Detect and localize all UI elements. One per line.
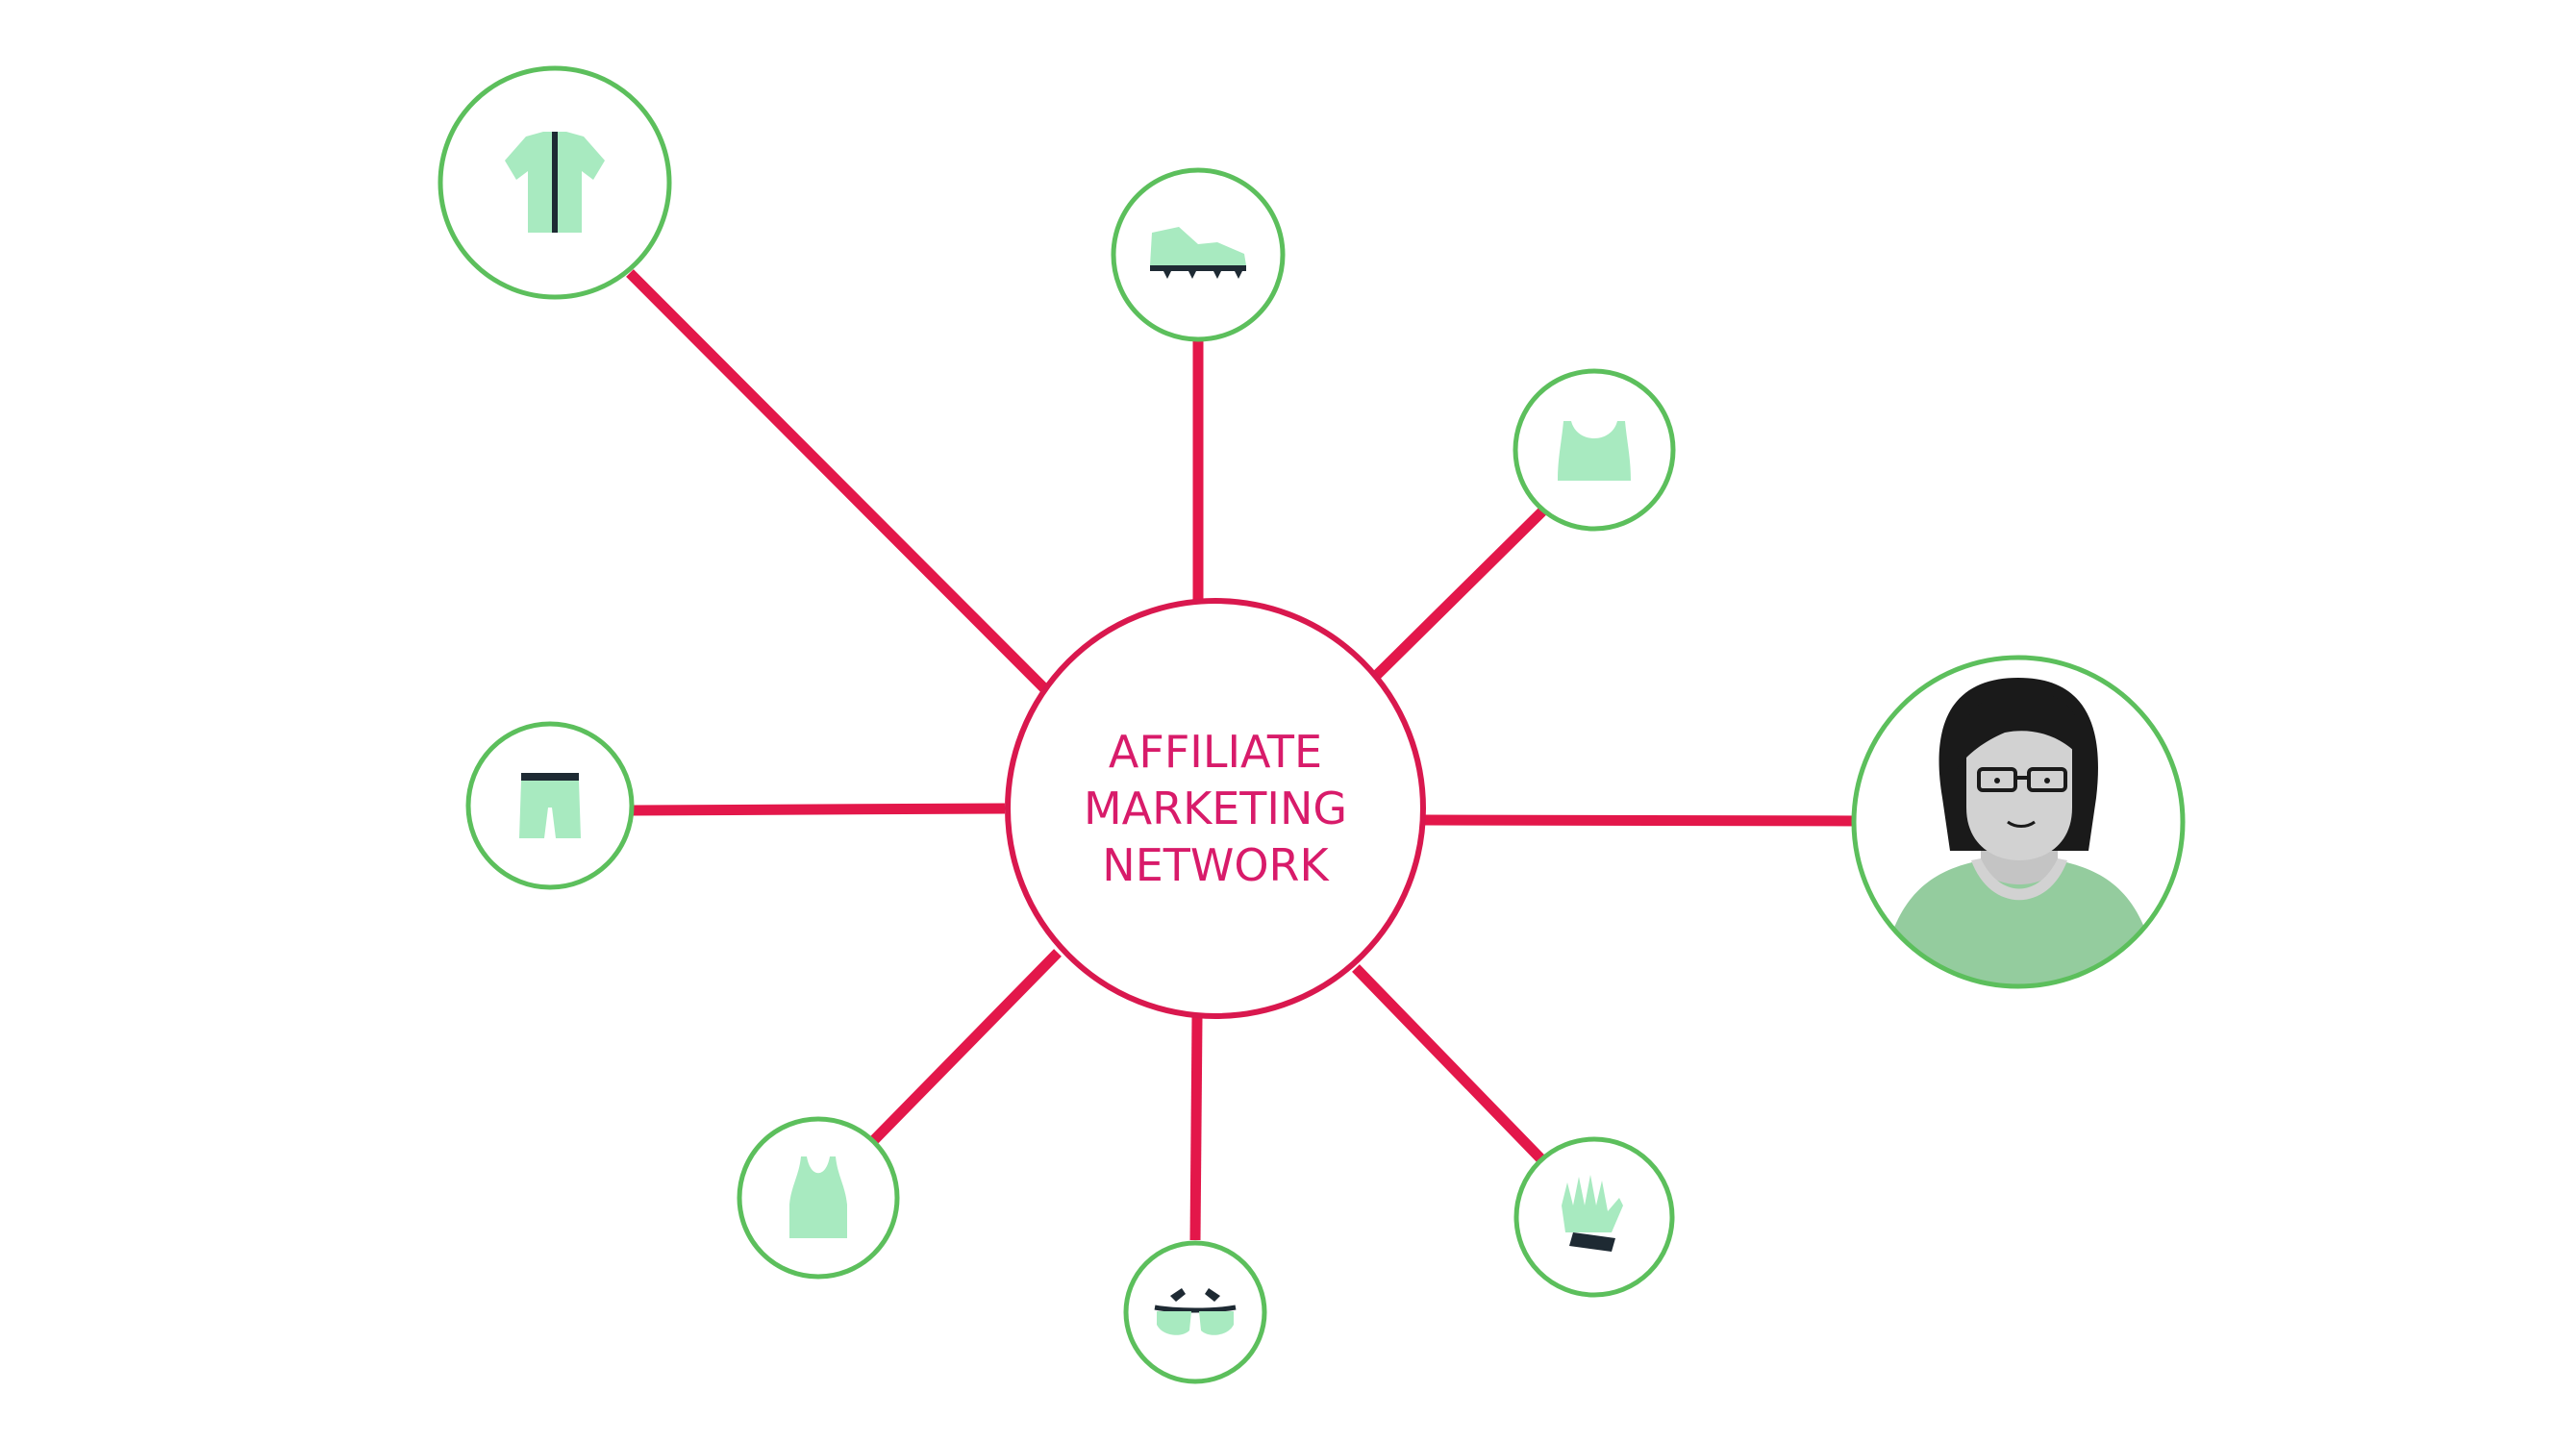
tank-top-icon — [789, 1156, 847, 1238]
hub-label-line-2: MARKETING — [1084, 783, 1347, 834]
person-avatar-icon — [1880, 678, 2159, 986]
node-tank-top — [737, 1116, 900, 1280]
connector-sports-bra — [1372, 506, 1548, 680]
connector-person — [1424, 814, 1862, 827]
node-person — [1851, 655, 2186, 989]
node-shorts — [465, 721, 635, 890]
hub-node: AFFILIATE MARKETING NETWORK — [1005, 598, 1426, 1019]
hub-circle — [1005, 598, 1426, 1019]
connectors — [626, 269, 1862, 1241]
node-goggles — [1123, 1240, 1267, 1384]
hub-label-line-1: AFFILIATE — [1109, 726, 1322, 778]
gloves-icon — [1562, 1175, 1623, 1252]
connector-goggles — [1189, 1016, 1203, 1241]
shirt-icon — [505, 132, 605, 233]
connector-tank-top — [868, 949, 1062, 1146]
connector-gloves — [1352, 964, 1546, 1164]
node-gloves — [1513, 1136, 1675, 1298]
node-sports-bra — [1513, 368, 1676, 532]
connector-shorts — [631, 803, 1006, 816]
goggles-icon — [1154, 1288, 1237, 1335]
sports-bra-icon — [1558, 421, 1631, 481]
shoe-icon — [1150, 227, 1246, 279]
hub-label-line-3: NETWORK — [1102, 839, 1330, 891]
connector-shirt — [626, 269, 1048, 692]
node-shoe — [1111, 167, 1286, 342]
shorts-icon — [519, 773, 581, 838]
node-shirt — [438, 65, 672, 300]
